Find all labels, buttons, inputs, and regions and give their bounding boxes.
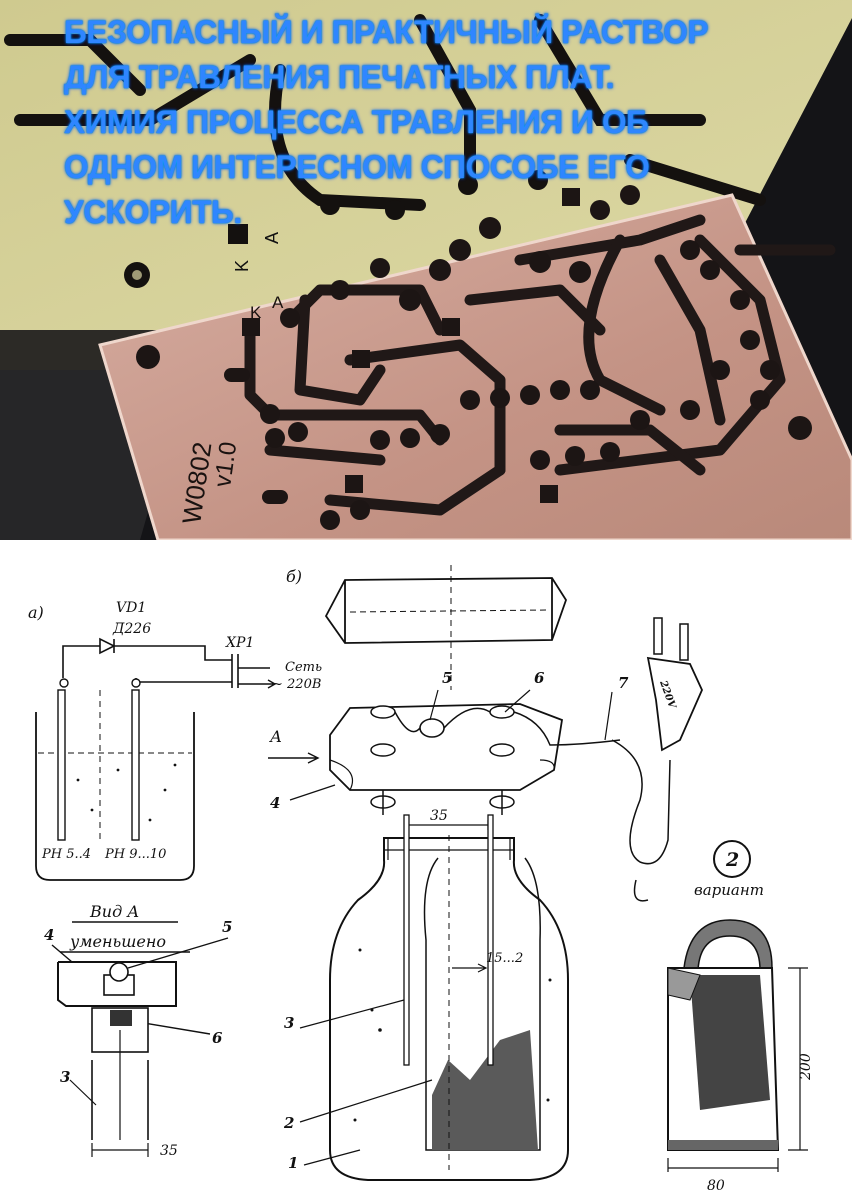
view-a-title: Вид А bbox=[89, 902, 139, 921]
pcb-photo: K A bbox=[0, 0, 852, 540]
panel-a-label: а) bbox=[28, 603, 44, 622]
panel-b-callout-1: 1 bbox=[288, 1154, 298, 1172]
plug-ref: XP1 bbox=[225, 635, 254, 651]
electrolyzer-drawing: а) VD1 Д226 XP1 Сеть ~ 220В PH 5.. bbox=[28, 565, 814, 1194]
beaker bbox=[35, 712, 195, 881]
variant-number: 2 bbox=[725, 849, 739, 871]
variant-2: 2 вариант 200 80 bbox=[667, 840, 814, 1194]
variant-dim-width: 80 bbox=[707, 1178, 725, 1194]
cover bbox=[329, 703, 564, 791]
panel-b-callout-2: 2 bbox=[283, 1114, 294, 1132]
panel-b-callout-3: 3 bbox=[284, 1014, 294, 1032]
panel-b-callout-6: 6 bbox=[534, 669, 545, 687]
mains-voltage: ~ 220В bbox=[272, 677, 321, 692]
diode-symbol bbox=[99, 637, 116, 655]
view-a-callout-6: 6 bbox=[212, 1029, 223, 1047]
jar bbox=[329, 837, 569, 1181]
electrode-b-right bbox=[487, 814, 494, 1066]
plug-pin-right bbox=[679, 623, 689, 661]
spare-lid bbox=[324, 577, 567, 644]
granules bbox=[432, 1030, 538, 1150]
variant-dim-height: 200 bbox=[798, 1053, 814, 1081]
electrode-left bbox=[57, 689, 66, 841]
variant-bag-handle bbox=[683, 919, 773, 971]
view-a-callout-3: 3 bbox=[60, 1068, 70, 1086]
diode-body bbox=[419, 718, 445, 738]
panel-b-callout-7: 7 bbox=[618, 674, 629, 692]
electrode-b-left bbox=[403, 814, 410, 1066]
view-a-dim-35: 35 bbox=[160, 1143, 178, 1159]
electrode-right bbox=[131, 689, 140, 841]
mains-label: Сеть bbox=[285, 660, 322, 675]
variant-label: вариант bbox=[694, 881, 764, 899]
copper-board-pin-k: K bbox=[250, 303, 262, 322]
panel-b-label: б) bbox=[286, 567, 302, 586]
copper-board-pin-a: A bbox=[272, 293, 284, 312]
variant-circle bbox=[713, 840, 751, 878]
panel-b-dim-gap: 15...2 bbox=[486, 951, 523, 966]
panel-b-arrow-a-label: А bbox=[269, 727, 282, 746]
panel-a: а) VD1 Д226 XP1 Сеть ~ 220В PH 5.. bbox=[28, 600, 322, 881]
pcb-photo-art: K A bbox=[0, 0, 852, 540]
view-a-subtitle: уменьшено bbox=[69, 932, 166, 951]
panel-b-dim-35: 35 bbox=[430, 808, 448, 824]
view-a-callout-4: 4 bbox=[44, 926, 54, 944]
power-plug bbox=[646, 656, 703, 752]
diode-type: Д226 bbox=[112, 621, 151, 637]
panel-b-callout-4: 4 bbox=[270, 794, 280, 812]
panel-b: б) 5 6 7 4 А 35 bbox=[268, 565, 703, 1181]
diode-ref: VD1 bbox=[116, 600, 146, 616]
board-marking-version: v1.0 bbox=[209, 440, 242, 489]
ph-left: PH 5..4 bbox=[41, 847, 91, 862]
yellow-board-pin-a: A bbox=[262, 232, 282, 244]
view-a: Вид А уменьшено 4 5 6 3 35 bbox=[44, 902, 232, 1159]
plug-pin-left bbox=[653, 617, 663, 655]
article-title: БЕЗОПАСНЫЙ И ПРАКТИЧНЫЙ РАСТВОР ДЛЯ ТРАВ… bbox=[64, 14, 709, 230]
view-a-callout-5: 5 bbox=[222, 918, 232, 936]
panel-b-callout-5: 5 bbox=[442, 669, 452, 687]
ph-right: PH 9...10 bbox=[104, 847, 166, 862]
yellow-board-pin-k: K bbox=[232, 260, 252, 272]
